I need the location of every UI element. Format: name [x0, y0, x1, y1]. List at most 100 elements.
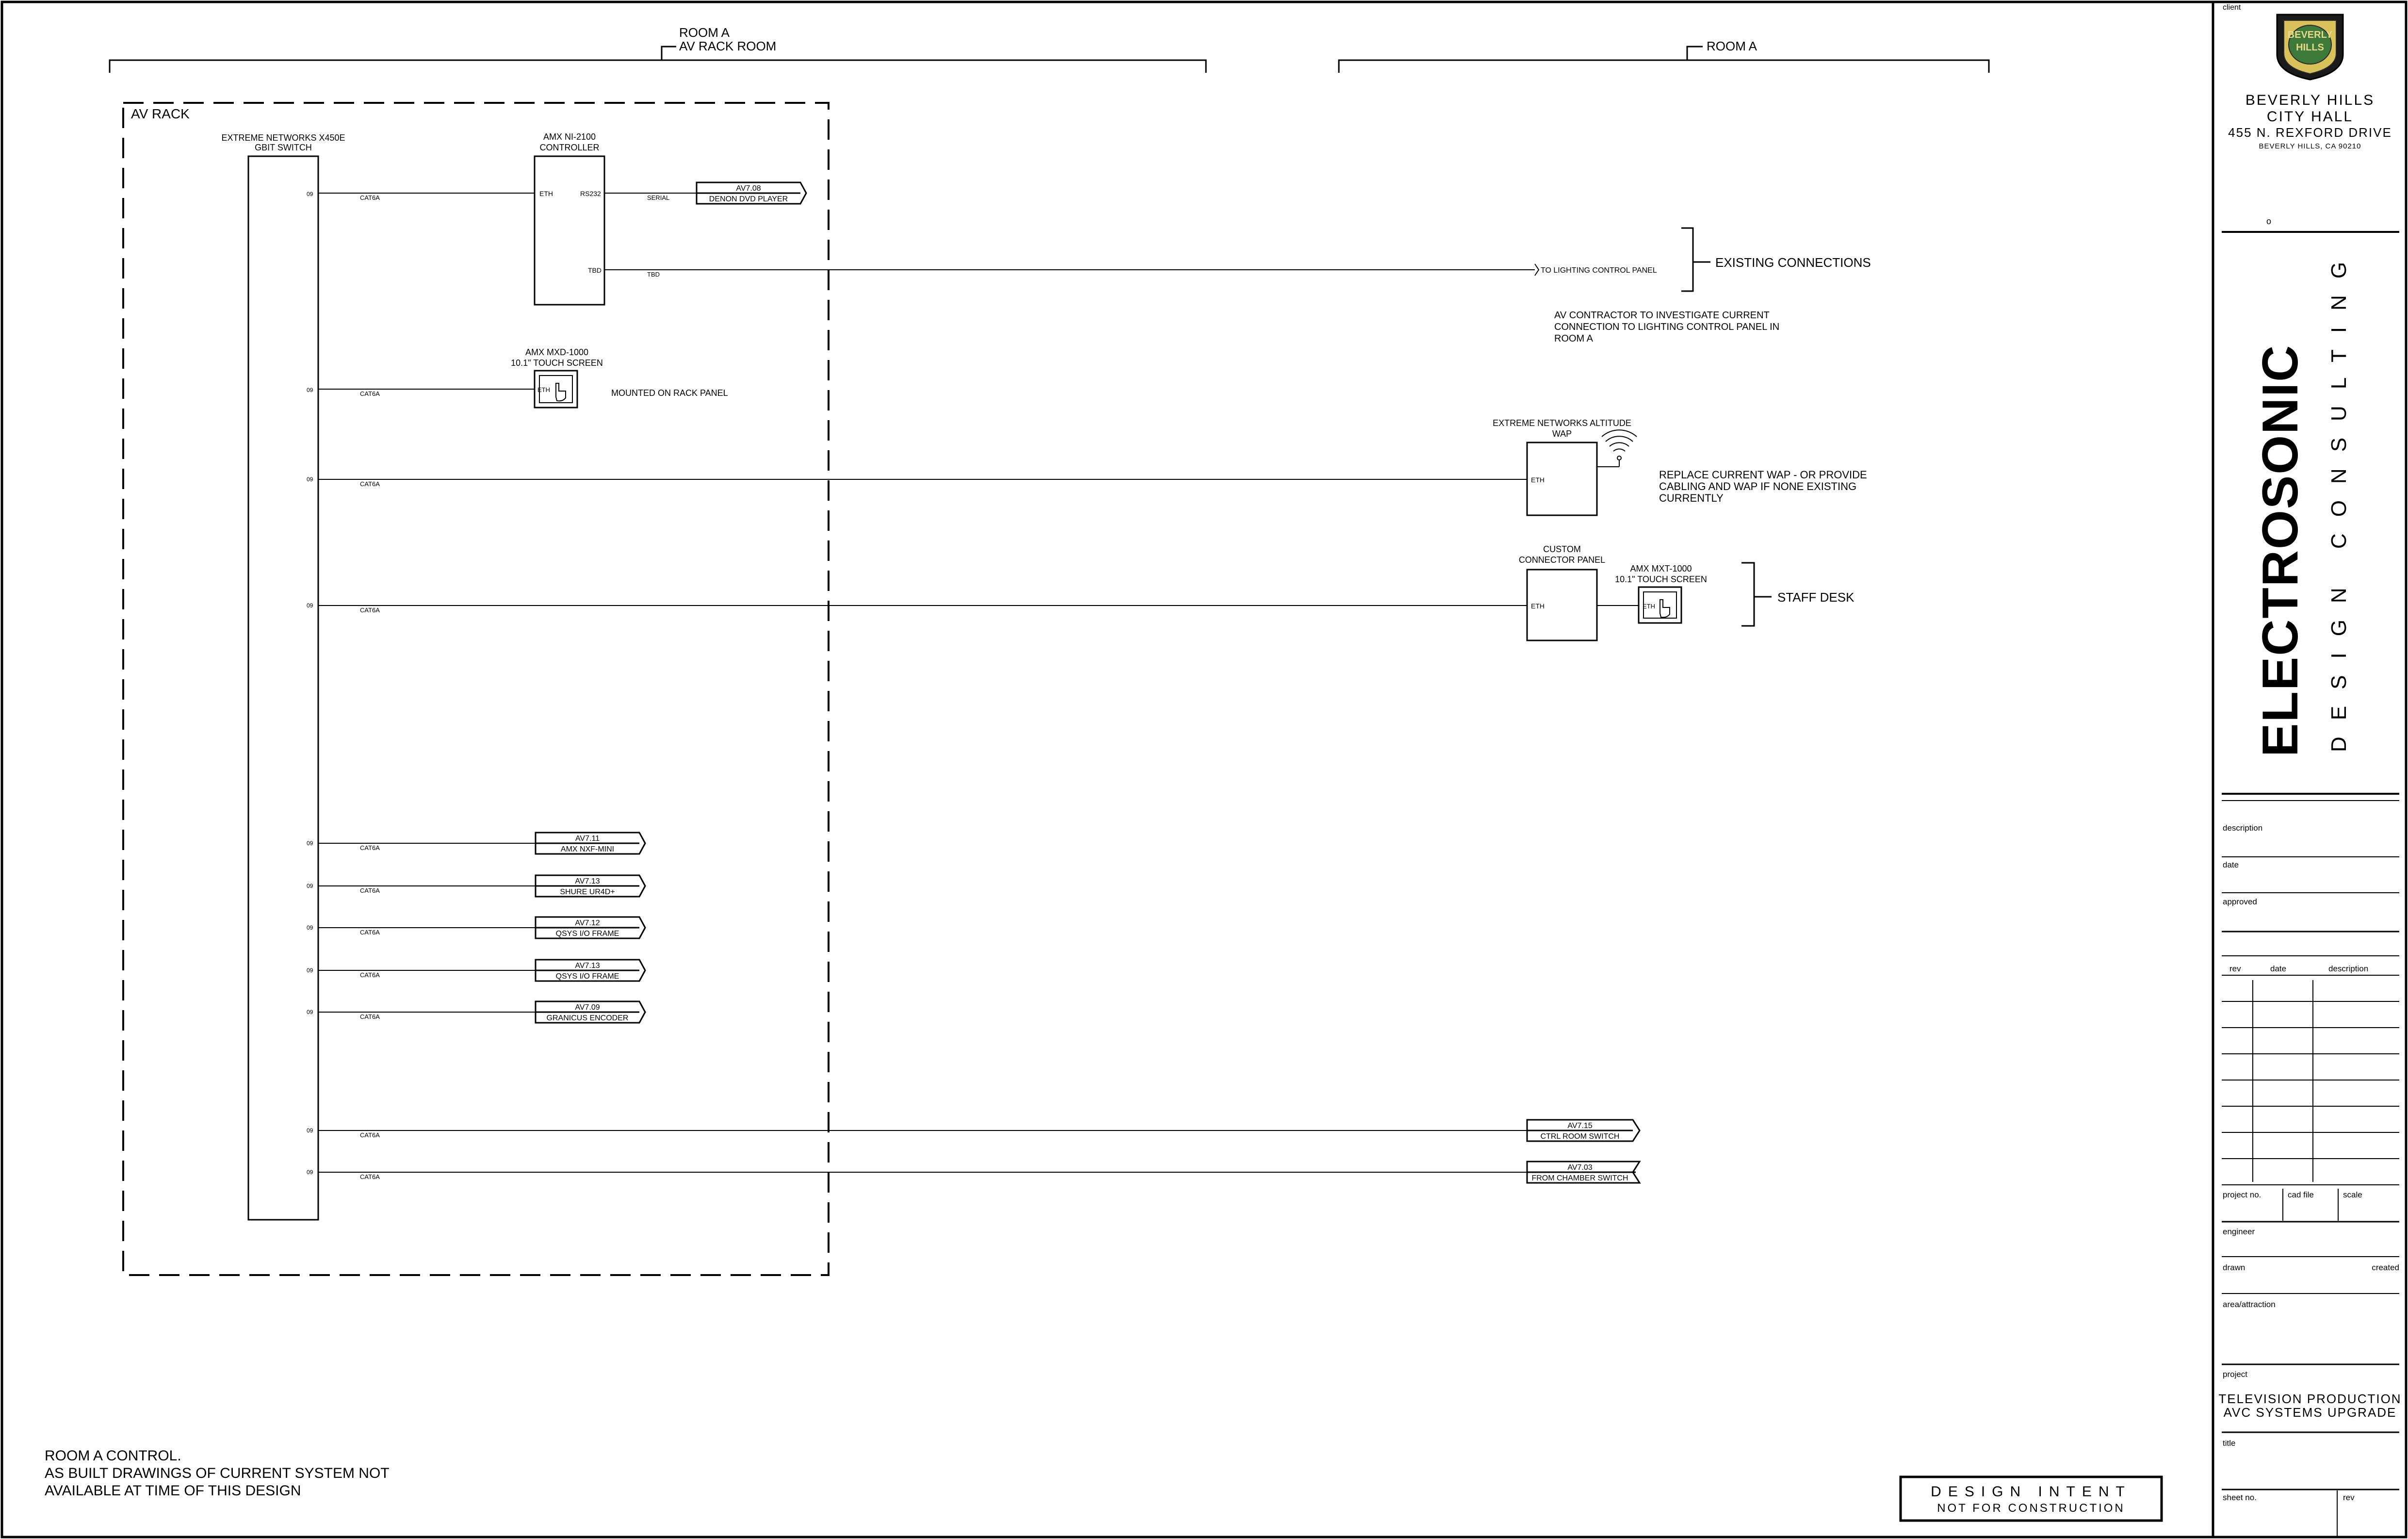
wap-eth-port: ETH: [1531, 476, 1545, 484]
mxd-mount-note: MOUNTED ON RACK PANEL: [611, 388, 728, 398]
switch-title-1: EXTREME NETWORKS X450E: [221, 133, 345, 143]
offpage-qsys1-name: QSYS I/O FRAME: [556, 930, 619, 938]
port-mark: 09: [307, 602, 313, 609]
wap-note-1: REPLACE CURRENT WAP - OR PROVIDE: [1659, 469, 1867, 481]
stamp-line-2: NOT FOR CONSTRUCTION: [1937, 1502, 2125, 1515]
port-mark: 09: [307, 191, 313, 197]
mxd-touch-screen-outer: [534, 370, 578, 409]
port-mark: 09: [307, 967, 313, 974]
connector-title-1: CUSTOM: [1543, 544, 1581, 554]
scale-label: scale: [2343, 1190, 2362, 1199]
city-seal-bottom: HILLS: [2296, 42, 2324, 53]
cable-label: CAT6A: [360, 971, 380, 979]
port-mark: 09: [307, 1127, 313, 1134]
header-room-a-top: ROOM A: [679, 25, 730, 40]
offpage-chamber-shape: [1526, 1161, 1641, 1184]
cable-label: CAT6A: [360, 1173, 380, 1180]
lighting-note-1: AV CONTRACTOR TO INVESTIGATE CURRENT: [1554, 310, 1770, 321]
header-bracket-right-tick: [1686, 46, 1703, 60]
offpage-dvd-name: DENON DVD PLAYER: [709, 195, 788, 203]
offpage-nxf-ref: AV7.11: [575, 835, 600, 843]
wap-title-1: EXTREME NETWORKS ALTITUDE: [1493, 418, 1631, 428]
connector-title-2: CONNECTOR PANEL: [1519, 555, 1605, 565]
offpage-dvd: AV7.08 DENON DVD PLAYER: [696, 181, 807, 205]
wap-title-2: WAP: [1552, 429, 1572, 439]
header-av-rack-room: AV RACK ROOM: [679, 39, 776, 53]
date-label: date: [2223, 860, 2239, 869]
created-label: created: [2372, 1263, 2399, 1272]
port-mark: 09: [307, 883, 313, 889]
area-label: area/attraction: [2223, 1300, 2276, 1309]
electrosonic-logo: ELECTROSONIC: [2252, 344, 2309, 757]
port-mark: 09: [307, 476, 313, 483]
controller-title-2: CONTROLLER: [539, 143, 599, 152]
offpage-chamber: AV7.03 FROM CHAMBER SWITCH: [1526, 1161, 1641, 1184]
offpage-qsys1-ref: AV7.12: [575, 919, 600, 927]
title-label: title: [2223, 1439, 2235, 1448]
rev-column-header: rev: [2229, 964, 2241, 973]
mxt-touch-screen-inner: [1643, 591, 1677, 619]
cable-labels: CAT6A CAT6A CAT6A CAT6A CAT6A CAT6A CAT6…: [360, 194, 380, 1180]
offpage-ctrl-shape: [1526, 1119, 1641, 1142]
offpage-shure: AV7.13 SHURE UR4D+: [535, 874, 646, 898]
wap-note-2: CABLING AND WAP IF NONE EXISTING: [1659, 480, 1856, 492]
port-mark: 09: [307, 387, 313, 393]
staff-desk-label: STAFF DESK: [1777, 590, 1855, 605]
project-no-label: project no.: [2223, 1190, 2261, 1199]
cable-lines: [318, 193, 1527, 1173]
offpage-ctrl-ref: AV7.15: [1567, 1122, 1592, 1130]
project-line-2: AVC SYSTEMS UPGRADE: [2224, 1405, 2397, 1420]
bottom-note-2: AS BUILT DRAWINGS OF CURRENT SYSTEM NOT: [45, 1465, 390, 1481]
bottom-note-1: ROOM A CONTROL.: [45, 1448, 181, 1464]
description-label: description: [2223, 823, 2262, 833]
cable-label: CAT6A: [360, 390, 380, 397]
wap-note-3: CURRENTLY: [1659, 492, 1724, 504]
offpage-nxf: AV7.11 AMX NXF-MINI: [535, 832, 646, 855]
small-mark: o: [2266, 216, 2271, 226]
offpage-qsys1: AV7.12 QSYS I/O FRAME: [535, 916, 646, 939]
offpage-qsys2-ref: AV7.13: [575, 962, 600, 970]
logo-main: ELECTROSONIC: [2252, 344, 2309, 757]
cable-label: CAT6A: [360, 606, 380, 614]
offpage-granicus-shape: [535, 1000, 646, 1024]
switch-ports: 09 09 09 09 09 09 09 09 09 09 09: [307, 191, 313, 1176]
cad-file-label: cad file: [2288, 1190, 2314, 1199]
electrosonic-logo-sub: DESIGN CONSULTING: [2327, 246, 2351, 752]
serial-cable-label: SERIAL: [647, 194, 669, 201]
room-a-rack-room-header: ROOM A AV RACK ROOM: [109, 25, 1207, 73]
stamp-line-1: DESIGN INTENT: [1931, 1484, 2131, 1500]
city-seal-oval: [2288, 25, 2332, 65]
offpage-nxf-name: AMX NXF-MINI: [561, 845, 614, 853]
offpage-granicus: AV7.09 GRANICUS ENCODER: [535, 1000, 646, 1024]
staff-desk-bracket: [1741, 562, 1772, 627]
offpage-granicus-ref: AV7.09: [575, 1003, 600, 1012]
header-bracket-right: [1338, 59, 1990, 73]
mxd-touch-screen-inner: [539, 375, 573, 403]
client-line-3: 455 N. REXFORD DRIVE: [2228, 125, 2392, 140]
mxt-title-1: AMX MXT-1000: [1630, 564, 1692, 573]
cable-label: CAT6A: [360, 929, 380, 936]
description-column-header: description: [2328, 964, 2368, 973]
city-seal: BEVERLY HILLS: [2276, 14, 2344, 81]
controller-title-1: AMX NI-2100: [543, 132, 596, 142]
gbit-switch-box: [247, 155, 319, 1221]
offpage-qsys2-name: QSYS I/O FRAME: [556, 972, 619, 981]
lighting-note-2: CONNECTION TO LIGHTING CONTROL PANEL IN: [1554, 322, 1779, 332]
bottom-note-3: AVAILABLE AT TIME OF THIS DESIGN: [45, 1483, 301, 1499]
cable-label: CAT6A: [360, 1013, 380, 1020]
offpage-dvd-shape: [696, 181, 807, 205]
mxt-title-2: 10.1" TOUCH SCREEN: [1615, 574, 1707, 584]
revision-table-rows: [2222, 980, 2399, 1185]
controller-eth-port: ETH: [539, 190, 553, 197]
drawn-label: drawn: [2223, 1263, 2245, 1272]
client-label: client: [2223, 3, 2241, 12]
cable-label: CAT6A: [360, 194, 380, 201]
controller-tbd-port: TBD: [588, 266, 602, 274]
offpage-chamber-ref: AV7.03: [1567, 1163, 1592, 1172]
antenna-icon: [1597, 429, 1637, 467]
offpage-shure-ref: AV7.13: [575, 877, 600, 885]
cable-label: CAT6A: [360, 887, 380, 894]
city-seal-top: BEVERLY: [2288, 30, 2333, 40]
